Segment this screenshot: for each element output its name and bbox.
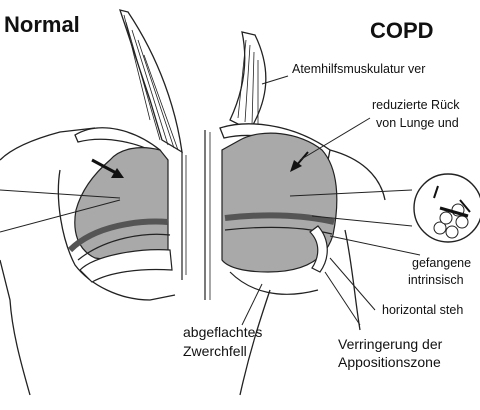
copd-lung — [221, 132, 338, 273]
normal-lung — [74, 147, 169, 261]
copd-thorax — [204, 31, 386, 396]
label-accessory-muscles: Atemhilfsmuskulatur ver — [292, 62, 426, 76]
normal-diaphragm — [67, 218, 169, 253]
label-recoil-line2: von Lunge und — [376, 116, 459, 130]
label-apposition-line2: Appositionszone — [338, 354, 441, 370]
copd-rib — [309, 225, 328, 273]
pointer-lines — [241, 75, 421, 326]
label-horizontal: horizontal steh — [382, 303, 464, 317]
heading-normal: Normal — [4, 12, 80, 37]
label-trapped-line2: intrinsisch — [408, 273, 464, 287]
label-flattened-line1: abgeflachtes — [183, 324, 263, 340]
normal-body-outline — [0, 127, 96, 396]
normal-neck-muscles — [119, 9, 183, 154]
label-apposition-line1: Verringerung der — [338, 336, 443, 352]
label-trapped-line1: gefangene — [412, 256, 472, 270]
label-flattened-line2: Zwerchfell — [183, 343, 247, 359]
label-recoil-line1: reduzierte Rück — [372, 98, 460, 112]
alveoli-inset — [413, 173, 480, 243]
normal-thorax — [0, 9, 183, 396]
copd-diaphragm — [224, 212, 335, 225]
normal-ribcage-lower — [79, 249, 173, 283]
normal-recoil-arrow — [91, 158, 119, 176]
heading-copd: COPD — [370, 18, 434, 43]
